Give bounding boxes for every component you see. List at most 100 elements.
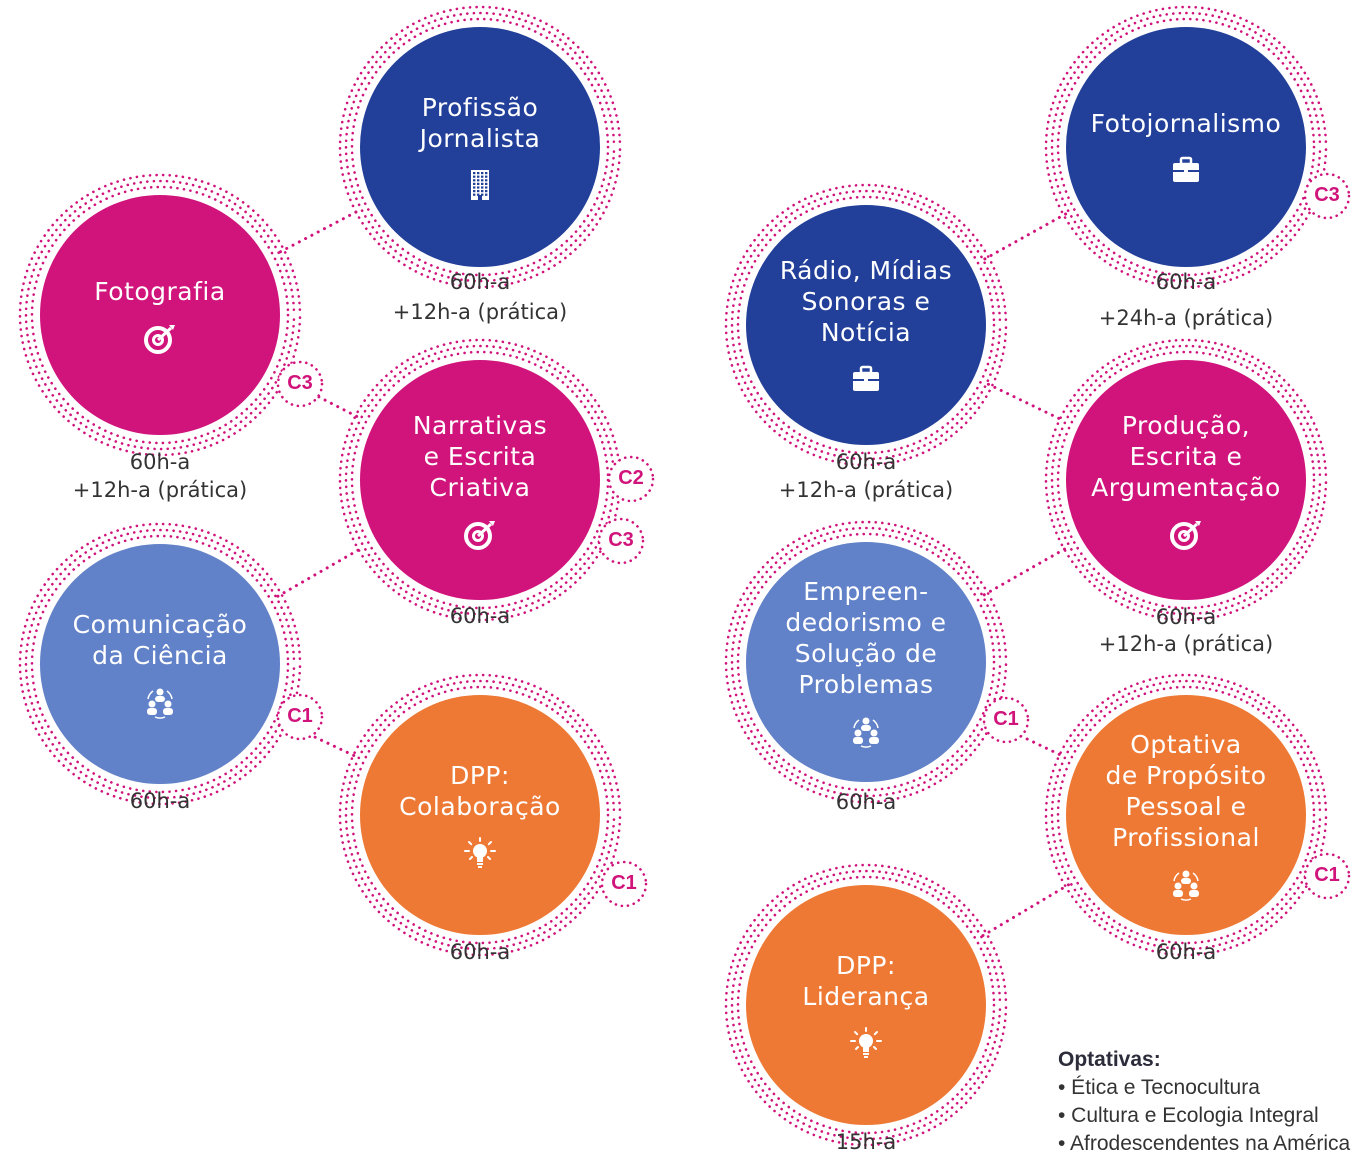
optativas-list: Optativas: • Ética e Tecnocultura • Cult… [1058, 1046, 1352, 1153]
dotted-ring [1044, 5, 1328, 289]
competency-badge: C3 [608, 529, 634, 551]
dotted-ring [1050, 344, 1322, 616]
node-hours: 60h-a [1155, 270, 1217, 294]
briefcase-icon [849, 362, 883, 396]
node-practice-hours: +12h-a (prática) [1098, 632, 1274, 656]
dotted-ring [350, 685, 610, 945]
node-hours: 60h-a [1155, 605, 1217, 629]
node-hours: 60h-a [129, 789, 191, 813]
node-hours: 60h-a [835, 790, 897, 814]
node-comunicacao-ciencia: Comunicação da Ciência [40, 544, 280, 784]
optativa-item-1: • Cultura e Ecologia Integral [1058, 1104, 1319, 1127]
competency-badge-ring [982, 696, 1030, 744]
node-practice-hours: +12h-a (prática) [392, 300, 568, 324]
node-hours: 60h-a [449, 604, 511, 628]
competency-badge-ring [1303, 172, 1351, 220]
lightbulb-icon [849, 1026, 883, 1060]
team-icon [849, 714, 883, 748]
node-hours: 60h-a [449, 270, 511, 294]
target-icon [463, 517, 497, 551]
competency-badge-ring [276, 360, 324, 408]
competency-badge-ring [276, 693, 324, 741]
node-title: Optativa de Propósito Pessoal e Profissi… [1105, 730, 1267, 852]
node-practice-hours: +24h-a (prática) [1098, 306, 1274, 330]
briefcase-icon [1169, 153, 1203, 187]
node-fotojornalismo: Fotojornalismo [1066, 27, 1306, 267]
node-dpp-lideranca: DPP: Liderança [746, 885, 986, 1125]
competency-badge-ring [607, 455, 655, 503]
node-title: Empreen- dedorismo e Solução de Problema… [785, 577, 947, 699]
dotted-ring [724, 183, 1008, 467]
dotted-ring [18, 173, 302, 457]
dotted-ring [24, 528, 296, 800]
dotted-ring [24, 179, 296, 451]
lightbulb-icon [463, 836, 497, 870]
node-practice-hours: +12h-a (prática) [778, 478, 954, 502]
dotted-ring [350, 17, 610, 277]
competency-badge: C3 [1314, 184, 1340, 206]
dotted-ring [30, 185, 290, 445]
node-narrativas: Narrativas e Escrita Criativa [360, 360, 600, 600]
dotted-ring [344, 11, 616, 283]
dotted-ring [1056, 17, 1316, 277]
node-hours: 60h-a [449, 940, 511, 964]
competency-badge: C1 [993, 708, 1019, 730]
building-icon [463, 168, 497, 202]
target-icon [1169, 517, 1203, 551]
connector-line [981, 882, 1071, 938]
dotted-ring [1056, 685, 1316, 945]
dotted-ring [730, 869, 1002, 1141]
dotted-ring [344, 679, 616, 951]
dotted-ring [338, 673, 622, 957]
team-icon [143, 685, 177, 719]
node-hours: 60h-a [129, 450, 191, 474]
team-icon [1169, 867, 1203, 901]
node-fotografia: Fotografia [40, 195, 280, 435]
node-radio: Rádio, Mídias Sonoras e Notícia [746, 205, 986, 445]
node-title: Narrativas e Escrita Criativa [412, 410, 548, 502]
node-title: Produção, Escrita e Argumentação [1091, 410, 1281, 502]
node-hours: 15h-a [835, 1130, 897, 1154]
dotted-ring [736, 195, 996, 455]
dotted-ring [730, 526, 1002, 798]
competency-badge-ring [597, 517, 645, 565]
node-title: Comunicação da Ciência [72, 610, 248, 670]
connector-line [986, 382, 1066, 423]
competency-badge: C1 [287, 705, 313, 727]
optativa-item-0: • Ética e Tecnocultura [1058, 1076, 1260, 1099]
node-empreendedorismo: Empreen- dedorismo e Solução de Problema… [746, 542, 986, 782]
dotted-ring [736, 875, 996, 1135]
dotted-ring [1044, 338, 1328, 622]
node-hours: 60h-a [835, 450, 897, 474]
dotted-ring [724, 863, 1008, 1147]
node-title: Rádio, Mídias Sonoras e Notícia [779, 255, 953, 347]
node-title: Fotografia [94, 276, 226, 306]
dotted-ring [1050, 679, 1322, 951]
dotted-ring [344, 344, 616, 616]
connector-line [983, 211, 1069, 261]
dotted-ring [30, 534, 290, 794]
connector-line [278, 208, 362, 254]
dotted-ring [338, 5, 622, 289]
target-icon [143, 321, 177, 355]
node-title: DPP: Liderança [802, 951, 930, 1011]
optativas-title: Optativas: [1058, 1048, 1161, 1071]
node-producao: Produção, Escrita e Argumentação [1066, 360, 1306, 600]
node-dpp-colaboracao: DPP: Colaboração [360, 695, 600, 935]
node-title: Profissão Jornalista [419, 93, 541, 153]
dotted-ring [1050, 11, 1322, 283]
dotted-ring [736, 532, 996, 792]
node-practice-hours: +12h-a (prática) [72, 478, 248, 502]
dotted-ring [730, 189, 1002, 461]
node-optativa-proposito: Optativa de Propósito Pessoal e Profissi… [1066, 695, 1306, 935]
node-profissao-jornalista: Profissão Jornalista [360, 27, 600, 267]
node-title: DPP: Colaboração [399, 761, 561, 821]
dotted-ring [724, 520, 1008, 804]
optativa-item-2: • Afrodescendentes na América [1058, 1132, 1351, 1153]
competency-badge: C1 [1314, 864, 1340, 886]
competency-badge-ring [600, 860, 648, 908]
connector-line [276, 546, 364, 598]
dotted-ring [1056, 350, 1316, 610]
